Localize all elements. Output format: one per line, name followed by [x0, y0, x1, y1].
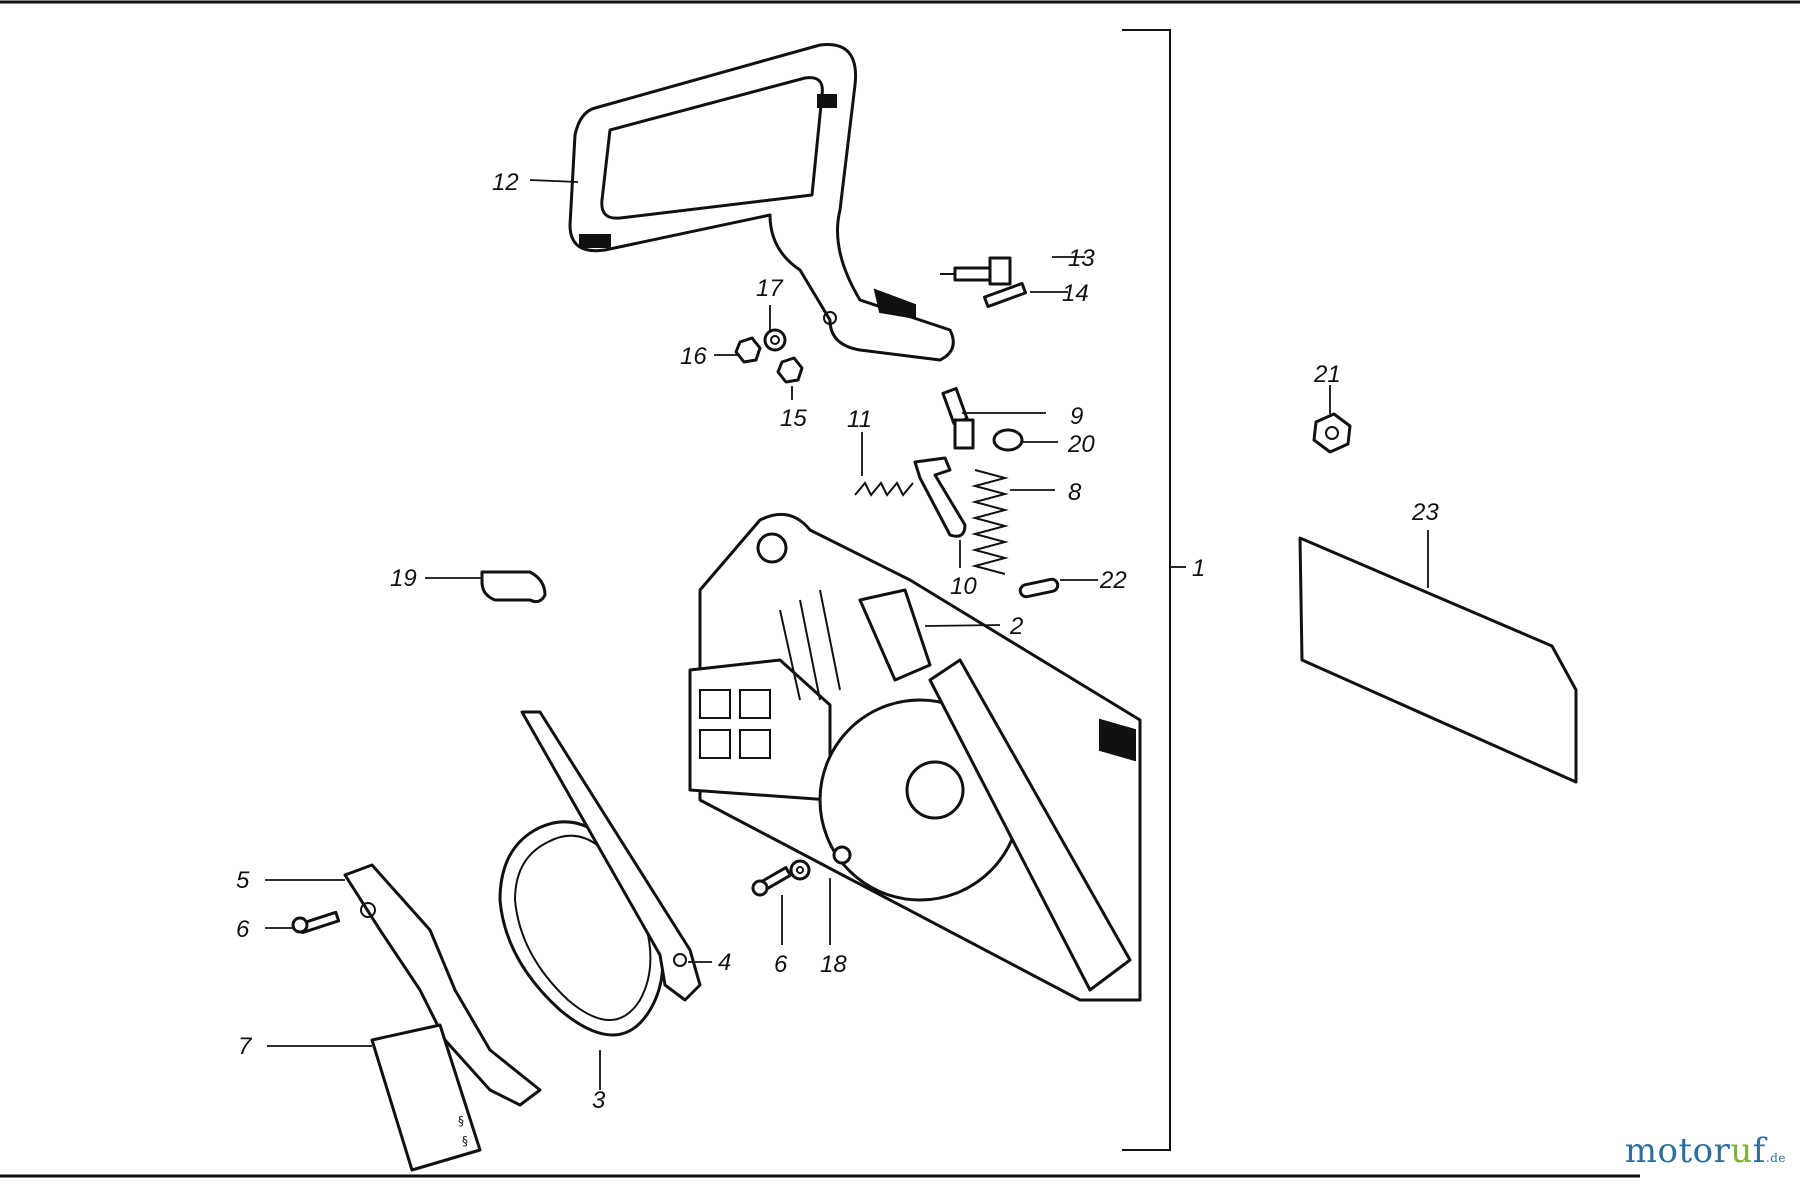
adjuster-9 — [941, 387, 975, 450]
spring-8 — [971, 469, 1009, 575]
callout-2: 2 — [1009, 613, 1023, 640]
label-plate-7: § § — [370, 1023, 482, 1172]
callout-labels: 1 2 3 4 5 6 6 7 8 9 10 11 12 13 14 15 16… — [236, 169, 1439, 1114]
leader-lines — [265, 179, 1429, 1090]
washer-17 — [763, 328, 787, 352]
callout-6a: 6 — [236, 916, 250, 943]
callout-5: 5 — [236, 867, 250, 894]
pin-22 — [1018, 577, 1060, 599]
callout-4: 4 — [718, 949, 731, 976]
callout-23: 23 — [1411, 499, 1439, 526]
pin-14 — [982, 281, 1028, 309]
bracket-5 — [343, 863, 542, 1107]
callout-12: 12 — [492, 169, 519, 196]
screw-6b — [751, 866, 792, 897]
callout-9: 9 — [1070, 403, 1083, 430]
hand-guard-part — [568, 43, 955, 362]
callout-18: 18 — [820, 951, 847, 978]
screw-6a — [291, 910, 341, 935]
brake-band-3 — [498, 820, 665, 1037]
callout-6b: 6 — [774, 951, 788, 978]
callout-22: 22 — [1099, 567, 1127, 594]
brake-rod-4 — [520, 710, 702, 1002]
callout-7: 7 — [238, 1033, 253, 1060]
nut-15 — [776, 356, 804, 384]
chain-cover-23 — [1298, 536, 1578, 784]
callout-19: 19 — [390, 565, 417, 592]
svg-text:§: § — [458, 1114, 464, 1128]
washer-18 — [789, 845, 852, 881]
lever-10 — [913, 456, 967, 538]
callout-21: 21 — [1313, 361, 1341, 388]
nut-16 — [734, 336, 762, 364]
callout-3: 3 — [592, 1087, 606, 1114]
bolt-13 — [940, 256, 1012, 286]
callout-11: 11 — [847, 406, 872, 433]
plug-20 — [992, 428, 1024, 452]
callout-15: 15 — [780, 405, 807, 432]
callout-1: 1 — [1192, 555, 1205, 582]
callout-14: 14 — [1062, 280, 1089, 307]
bumper-19 — [480, 570, 547, 604]
callout-8: 8 — [1068, 479, 1082, 506]
callout-10: 10 — [950, 573, 977, 600]
brake-housing-part — [688, 512, 1142, 1002]
callout-17: 17 — [756, 275, 784, 302]
spring-11 — [854, 481, 914, 497]
nut-21 — [1312, 412, 1352, 454]
callout-16: 16 — [680, 343, 707, 370]
callout-20: 20 — [1067, 431, 1095, 458]
motoruf-watermark-logo: motoruf.de — [1624, 1131, 1786, 1171]
callout-13: 13 — [1068, 245, 1095, 272]
assembly-bracket — [1122, 29, 1186, 1151]
svg-text:§: § — [462, 1134, 468, 1148]
